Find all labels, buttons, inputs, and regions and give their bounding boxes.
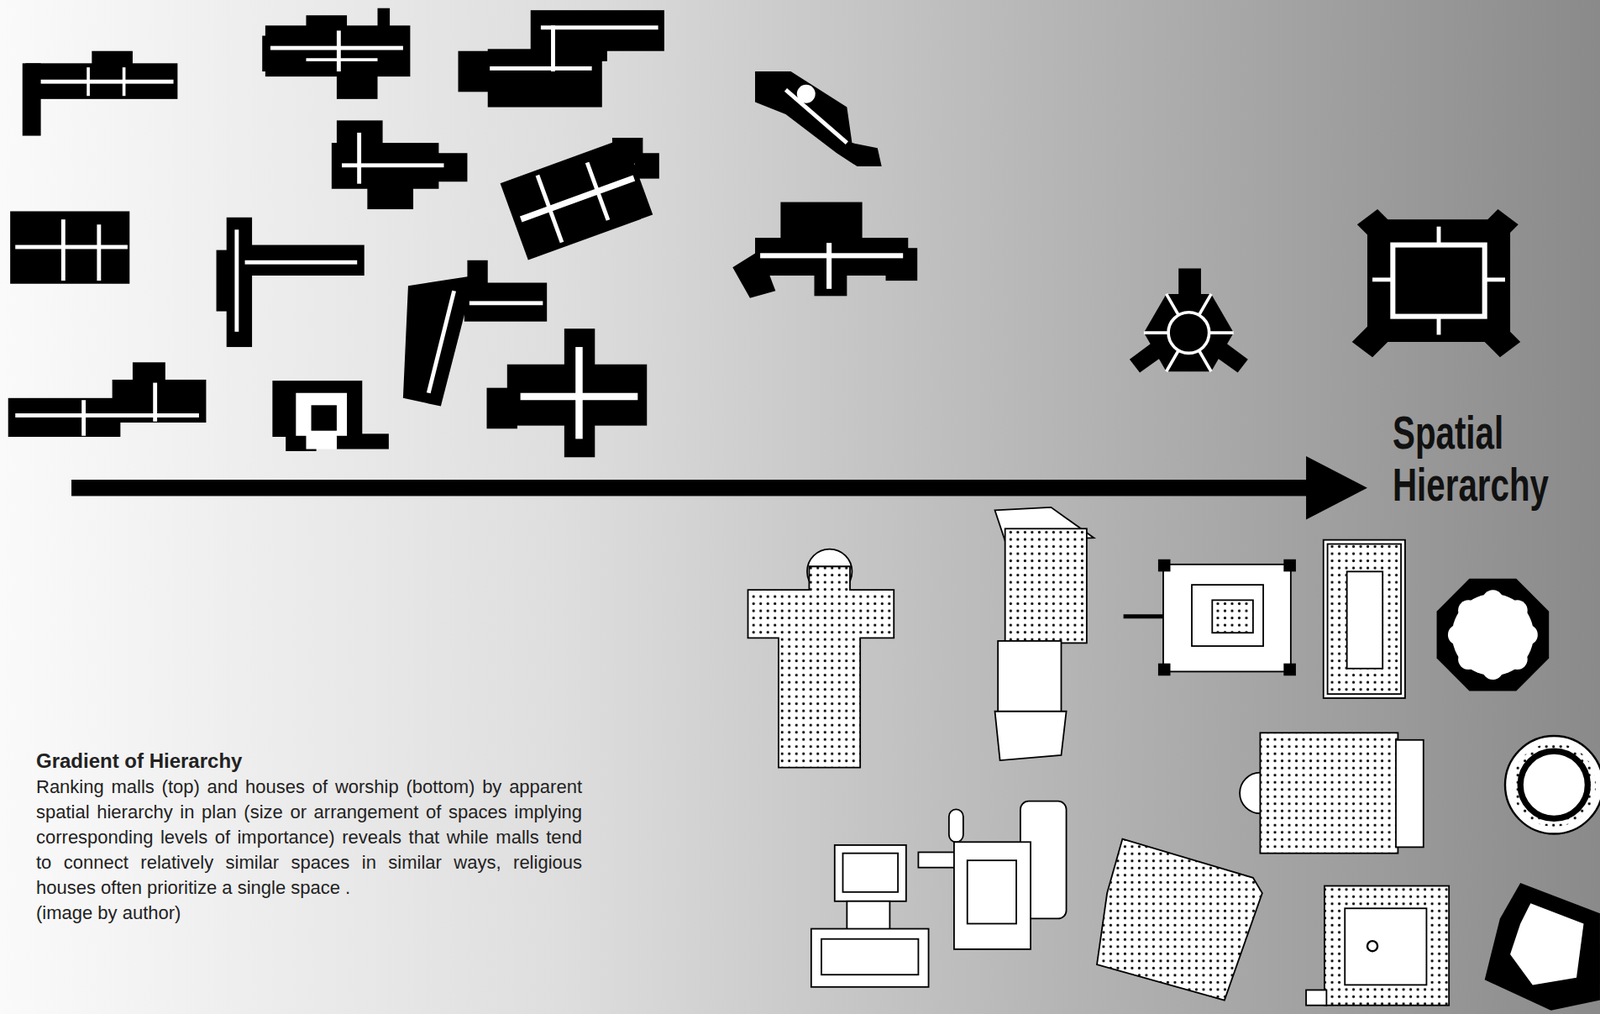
caption-note: (image by author) <box>36 900 583 926</box>
caption-title: Gradient of Hierarchy <box>36 747 583 775</box>
axis-label: Spatial Hierarchy <box>1392 406 1595 510</box>
caption-block: Gradient of Hierarchy Ranking malls (top… <box>36 747 583 926</box>
caption-text: Ranking malls (top) and houses of worshi… <box>36 774 583 901</box>
